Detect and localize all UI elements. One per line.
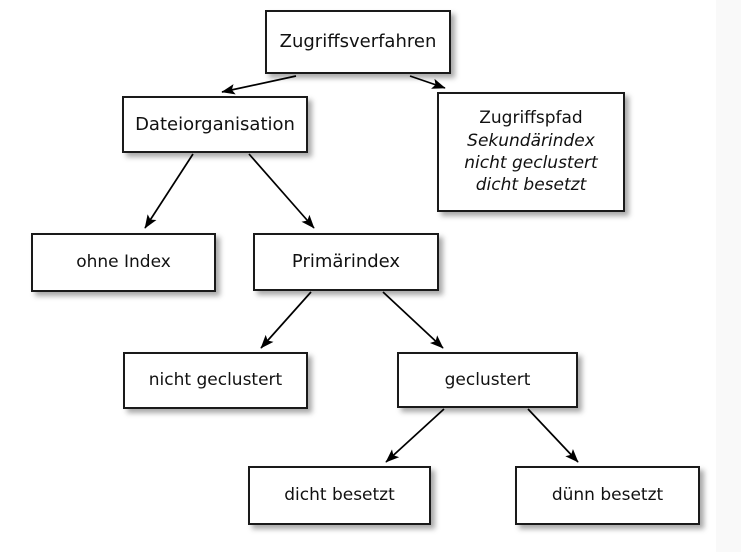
node-label-nicht-geclustert: nicht geclustert <box>149 369 282 391</box>
node-line: Zugriffsverfahren <box>279 31 437 53</box>
node-label-primaerindex: Primärindex <box>292 250 400 274</box>
node-label-geclustert: geclustert <box>445 369 531 391</box>
node-label-ohne-index: ohne Index <box>76 251 171 273</box>
node-nicht-geclustert[interactable]: nicht geclustert <box>123 352 308 409</box>
node-label-zugriffspfad: Zugriffspfad Sekundärindex nicht geclust… <box>464 107 597 197</box>
edge-dateiorganisation-ohne-index <box>144 153 194 229</box>
edge-primaerindex-geclustert <box>382 291 444 349</box>
edge-dateiorganisation-primaerindex <box>248 153 315 229</box>
node-label-dateiorganisation: Dateiorganisation <box>135 113 295 137</box>
node-line: ohne Index <box>76 252 171 273</box>
node-geclustert[interactable]: geclustert <box>397 352 578 408</box>
node-line: dünn besetzt <box>551 485 664 506</box>
node-label-dicht-besetzt: dicht besetzt <box>284 484 395 506</box>
edge-zugriffsverfahren-zugriffspfad <box>409 75 446 89</box>
node-dicht-besetzt[interactable]: dicht besetzt <box>248 466 431 525</box>
node-line: nicht geclustert <box>464 153 598 173</box>
node-line: dicht besetzt <box>475 175 587 196</box>
right-side-panel <box>716 0 741 552</box>
node-line: nicht geclustert <box>148 370 283 391</box>
node-line: Dateiorganisation <box>135 113 295 135</box>
node-line: Zugriffspfad <box>479 108 583 129</box>
node-ohne-index[interactable]: ohne Index <box>31 233 216 292</box>
node-zugriffspfad[interactable]: Zugriffspfad Sekundärindex nicht geclust… <box>437 92 625 212</box>
node-dateiorganisation[interactable]: Dateiorganisation <box>122 96 308 153</box>
node-zugriffsverfahren[interactable]: Zugriffsverfahren <box>265 10 451 74</box>
edge-geclustert-dicht-besetzt <box>385 408 445 463</box>
node-label-duenn-besetzt: dünn besetzt <box>552 484 663 506</box>
node-line: Sekundärindex <box>467 130 595 151</box>
edge-primaerindex-nicht-geclustert <box>260 291 312 349</box>
edge-geclustert-duenn-besetzt <box>527 408 579 463</box>
node-primaerindex[interactable]: Primärindex <box>253 233 439 291</box>
node-duenn-besetzt[interactable]: dünn besetzt <box>515 466 700 525</box>
node-line: dicht besetzt <box>284 485 395 506</box>
node-line: Primärindex <box>291 251 401 273</box>
node-line: geclustert <box>444 369 531 390</box>
node-label-zugriffsverfahren: Zugriffsverfahren <box>280 30 437 54</box>
edge-zugriffsverfahren-dateiorganisation <box>221 75 297 95</box>
